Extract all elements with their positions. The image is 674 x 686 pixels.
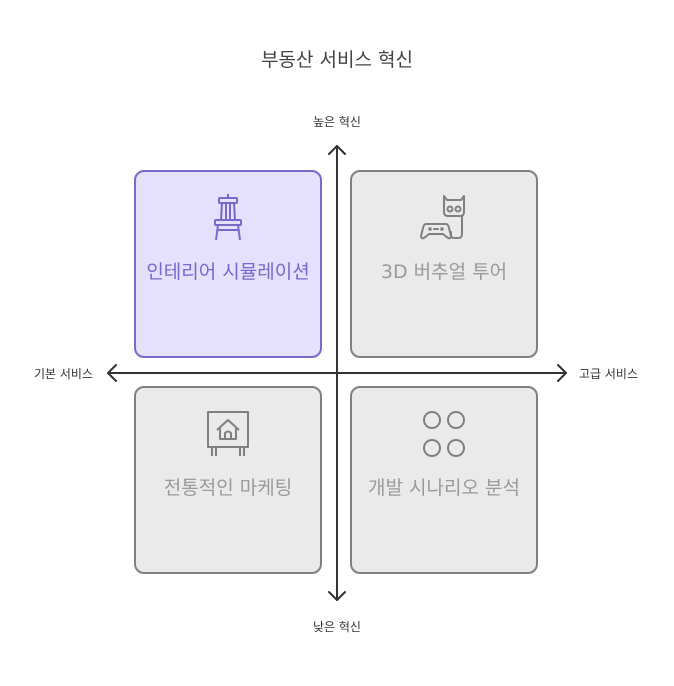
quadrant-label: 인테리어 시뮬레이션 [146,261,310,283]
quadrant-label: 3D 버추얼 투어 [380,261,508,283]
quadrant-development-scenario-analysis[interactable]: 개발 시나리오 분석 [350,386,538,574]
axis-label-bottom: 낮은 혁신 [313,620,361,634]
easel-icon [136,192,320,248]
four-circles-icon [352,408,536,464]
quadrant-label: 개발 시나리오 분석 [368,477,520,499]
diagram-title: 부동산 서비스 혁신 [261,49,413,71]
quadrant-label: 전통적인 마케팅 [163,477,293,499]
axis-label-left: 기본 서비스 [34,367,94,381]
axis-label-top: 높은 혁신 [313,115,361,129]
quadrant-interior-simulation[interactable]: 인테리어 시뮬레이션 [134,170,322,358]
axis-label-right: 고급 서비스 [579,367,639,381]
quadrant-traditional-marketing[interactable]: 전통적인 마케팅 [134,386,322,574]
vr-gamepad-icon [352,192,536,248]
quadrant-3d-virtual-tour[interactable]: 3D 버추얼 투어 [350,170,538,358]
house-sign-icon [136,408,320,464]
